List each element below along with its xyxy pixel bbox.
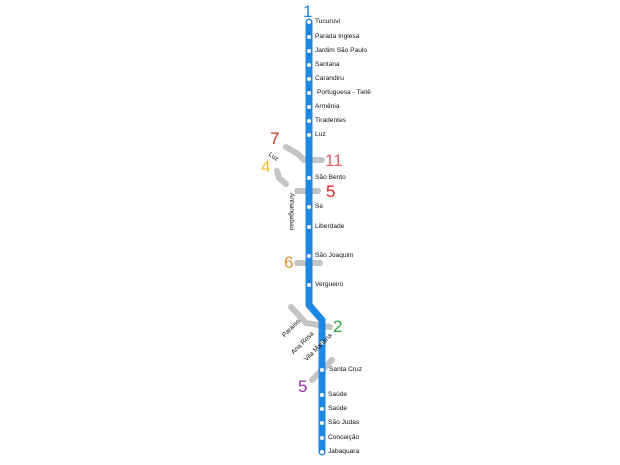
line-1-number: 1 [303, 2, 313, 21]
station-dot[interactable] [307, 49, 311, 53]
station-label-se[interactable]: Sé [315, 203, 324, 210]
station-label-carandiru[interactable]: Carandiru [315, 75, 344, 82]
station-dot[interactable] [307, 119, 311, 123]
station-dot[interactable] [307, 205, 311, 209]
station-dot[interactable] [307, 91, 311, 95]
station-dot[interactable] [307, 63, 311, 67]
station-label-luz[interactable]: Luz [315, 131, 326, 138]
connection-line-5-santa-cruz: 5 [298, 377, 308, 396]
station-dot[interactable] [307, 254, 311, 258]
connection-line-6: 6 [284, 253, 294, 272]
station-dot[interactable] [307, 176, 311, 180]
station-label-tiradentes[interactable]: Tiradentes [315, 117, 346, 124]
connection-line-4: 4 [261, 157, 271, 176]
station-dot[interactable] [320, 341, 324, 345]
station-dot[interactable] [307, 77, 311, 81]
station-label-sao-joaquim[interactable]: São Joaquim [315, 252, 354, 259]
station-label-armenia[interactable]: Armênia [315, 103, 340, 110]
station-dot[interactable] [307, 105, 311, 109]
station-dot[interactable] [307, 133, 311, 137]
station-label-santana[interactable]: Santana [315, 61, 340, 68]
connection-line-2: 2 [333, 317, 343, 336]
station-label-conceicao[interactable]: Conceição [328, 434, 360, 441]
station-dot[interactable] [320, 436, 324, 440]
line-1-track [305, 18, 326, 456]
station-dot[interactable] [307, 283, 311, 287]
station-dot[interactable] [320, 421, 324, 425]
station-label-tucuruvi[interactable]: Tucuruvi [315, 18, 341, 25]
station-label-parada-inglesa[interactable]: Parada Inglesa [315, 33, 360, 40]
station-label-sao-bento[interactable]: São Bento [315, 174, 346, 181]
transfer-luz-line4 [274, 168, 289, 187]
connection-line-11: 11 [325, 151, 343, 170]
station-label-vergueiro[interactable]: Vergueiro [315, 281, 344, 288]
station-label-jabaquara[interactable]: Jabaquara [328, 448, 360, 455]
station-label-santa-cruz[interactable]: Santa Cruz [329, 366, 362, 373]
station-label-saude-2[interactable]: Saúde [328, 405, 348, 412]
station-dot[interactable] [307, 225, 311, 229]
transfer-luz-line7 [283, 144, 307, 163]
connection-line-7: 7 [270, 129, 280, 148]
station-label-liberdade[interactable]: Liberdade [315, 223, 345, 230]
station-dot[interactable] [320, 450, 324, 454]
station-dot[interactable] [307, 35, 311, 39]
station-label-jardim-sao-paulo[interactable]: Jardim São Paulo [315, 47, 368, 54]
station-dot[interactable] [320, 368, 324, 372]
station-dot[interactable] [320, 393, 324, 397]
station-label-saude-1[interactable]: Saúde [328, 391, 348, 398]
station-label-sao-judas[interactable]: São Judas [328, 419, 360, 426]
station-dots [307, 20, 324, 454]
connection-line-5-se: 5 [326, 182, 336, 201]
station-dot[interactable] [307, 20, 311, 24]
station-label-portuguesa-tiete[interactable]: Portuguesa - Tietê [317, 89, 371, 96]
side-label-anhangabau[interactable]: Anhangabaú [288, 193, 295, 231]
station-dot[interactable] [320, 407, 324, 411]
